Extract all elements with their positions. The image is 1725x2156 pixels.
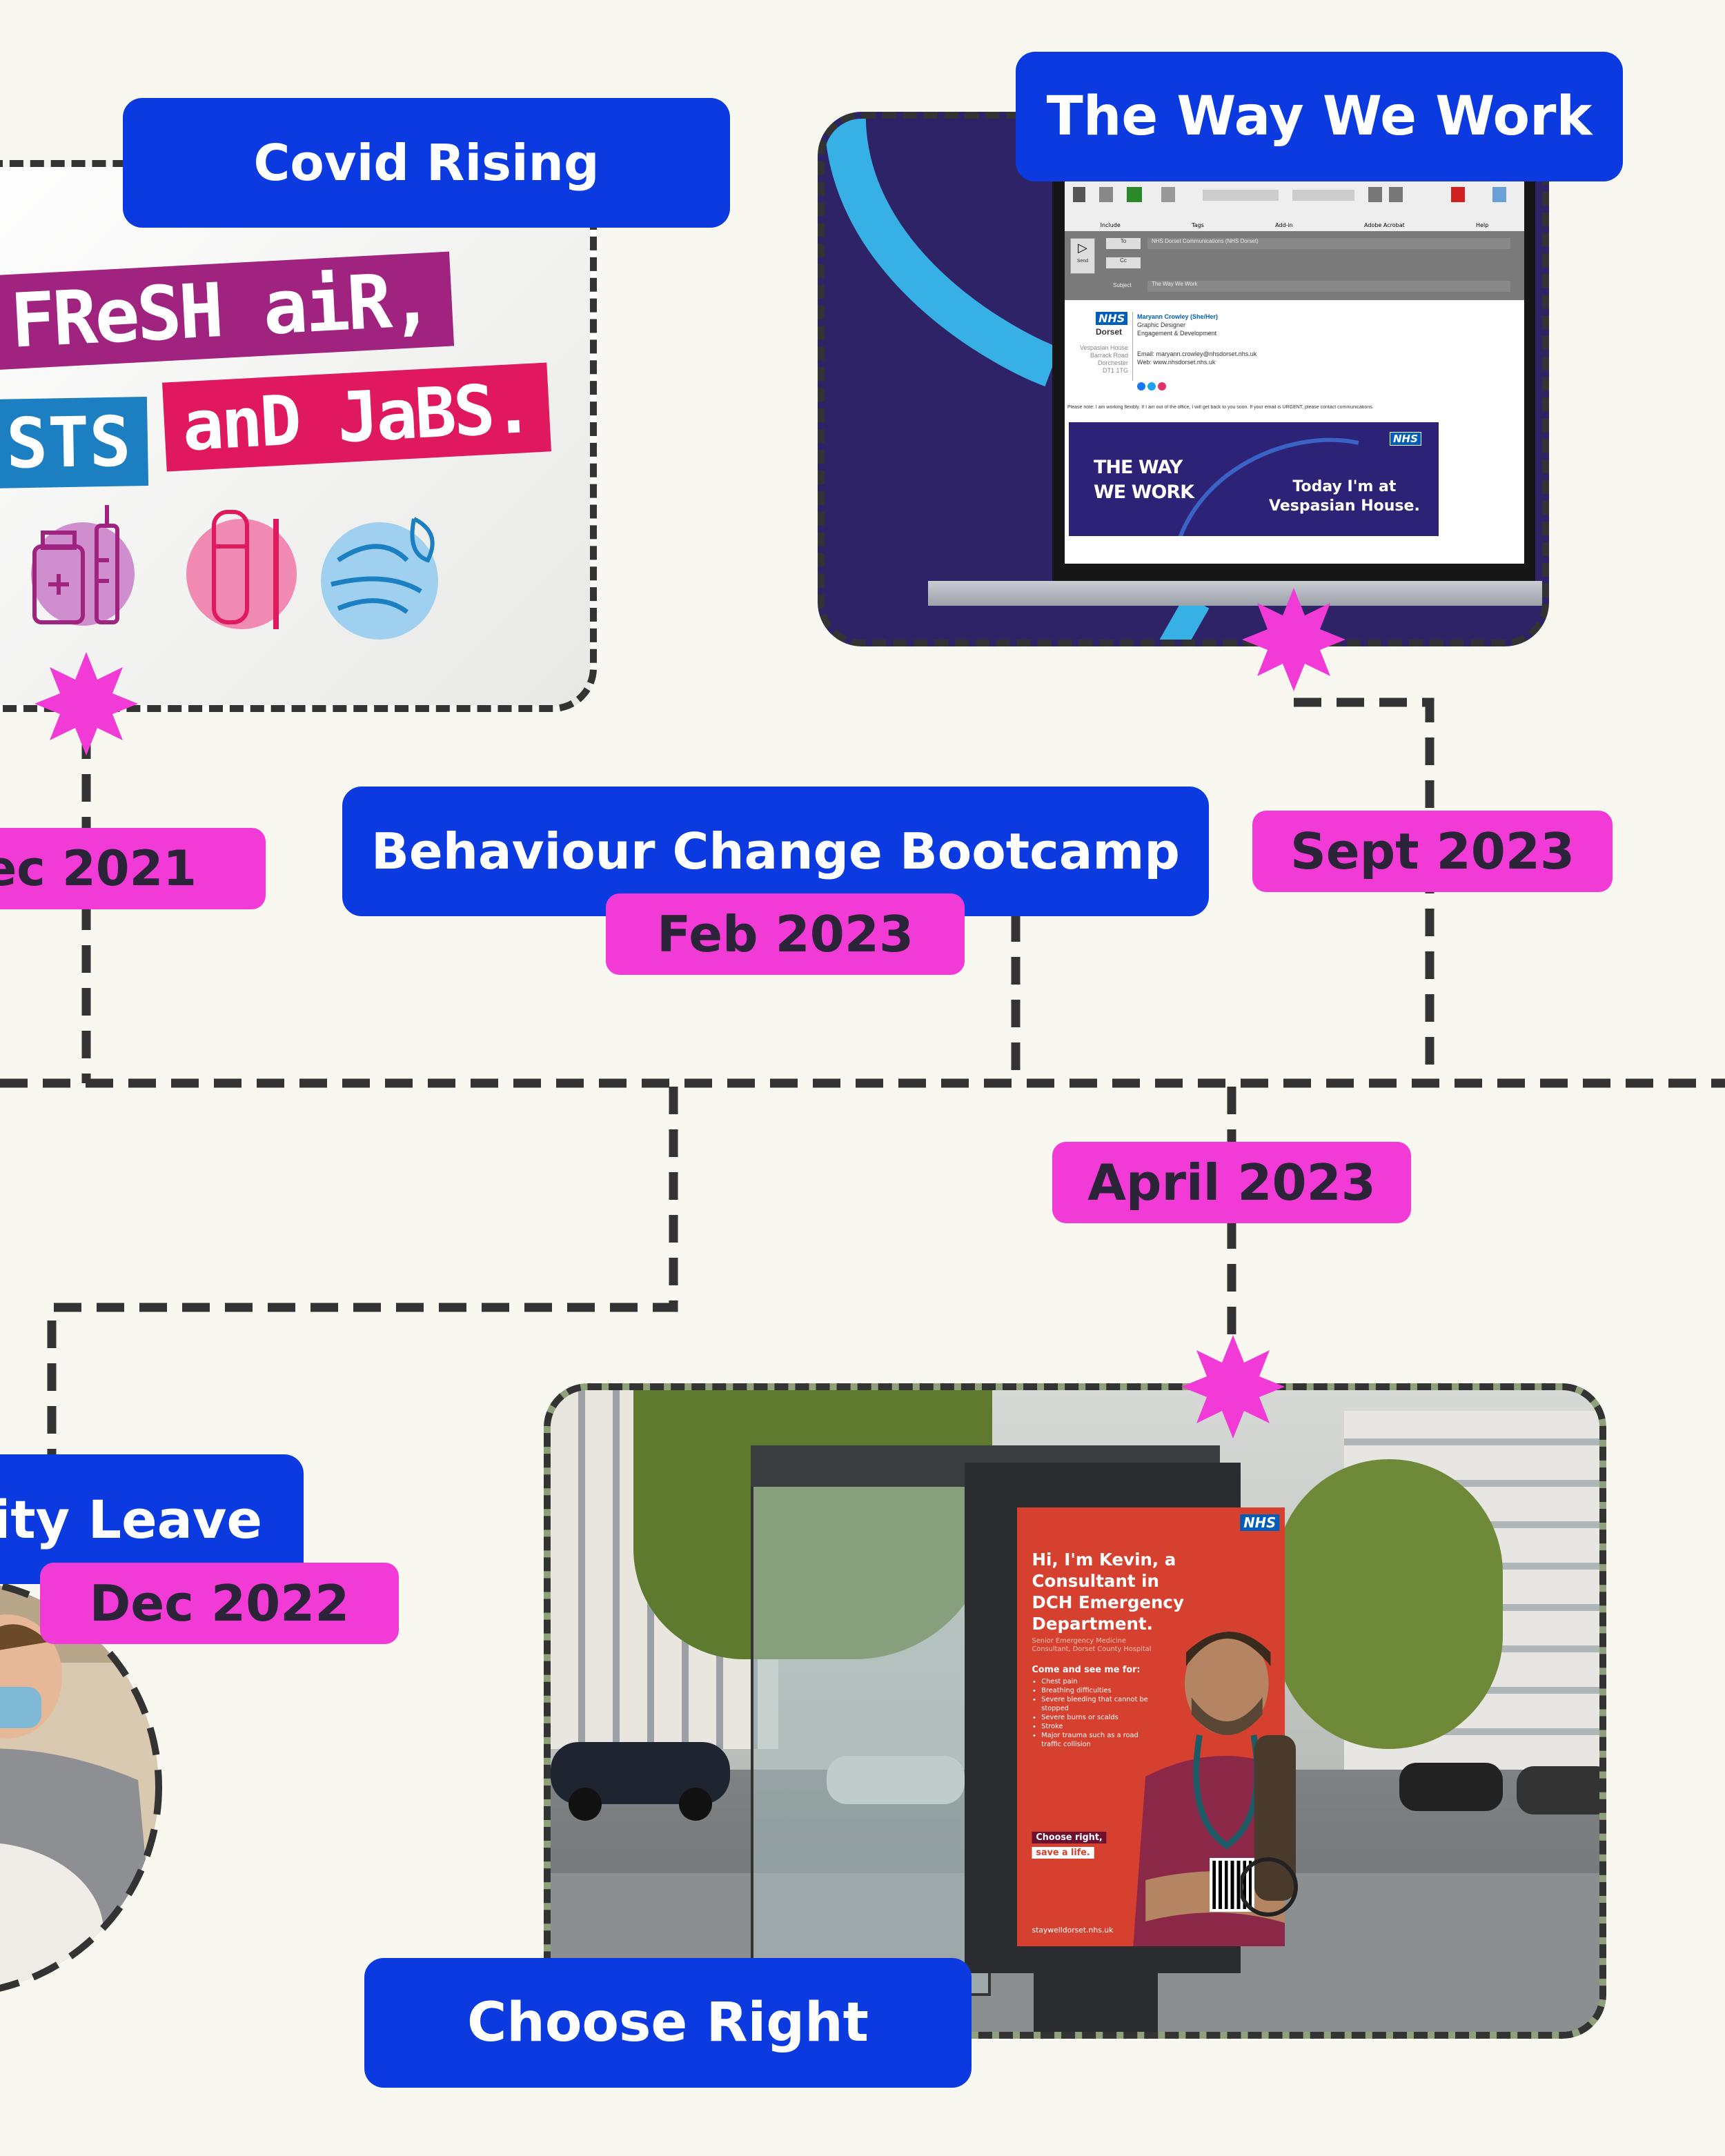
poster-tag1: Choose right,: [1032, 1832, 1107, 1843]
decorative-wave-bottom: [1159, 595, 1210, 640]
cc-button[interactable]: Cc: [1106, 257, 1141, 268]
title-maternity-leave-text: nity Leave: [0, 1488, 262, 1550]
date-feb-2023: Feb 2023: [606, 893, 965, 975]
ribbon: Include Tags Add-in Adobe Acrobat Help: [1065, 177, 1524, 232]
poster-tag2: save a life.: [1032, 1847, 1094, 1859]
send-button[interactable]: ▷Send: [1070, 238, 1095, 274]
title-choose-right: Choose Right: [364, 1958, 972, 2088]
ribbon-help[interactable]: Help: [1476, 222, 1489, 228]
cyclist-right: [1254, 1735, 1296, 1901]
to-button[interactable]: To: [1106, 238, 1141, 249]
vaccine-icons: [31, 505, 438, 640]
connector-sept2023: [1294, 698, 1435, 1083]
signature-divider: [1132, 312, 1133, 381]
node-star-way-we-work: [1242, 588, 1346, 691]
subject-label: Subject: [1113, 282, 1132, 288]
decorative-wave: [825, 119, 1060, 387]
signature: Maryann Crowley (She/Her) Graphic Design…: [1137, 313, 1257, 366]
poster-line2b: anD JaBS.: [162, 362, 551, 472]
email-link[interactable]: Email: maryann.crowley@nhsdorset.nhs.uk: [1137, 350, 1257, 357]
advert-stand: [1034, 1973, 1158, 2032]
title-way-we-work: The Way We Work: [1016, 52, 1623, 181]
to-field[interactable]: NHS Dorset Communications (NHS Dorset): [1147, 238, 1510, 249]
laptop-screen: Include Tags Add-in Adobe Acrobat Help ▷…: [1052, 119, 1535, 581]
node-star-covid: [34, 652, 138, 755]
date-sept-2023: Sept 2023: [1252, 811, 1613, 892]
date-dec-2021: Dec 2021: [0, 828, 266, 909]
date-april-2023: April 2023: [1052, 1142, 1411, 1223]
laptop-base: [928, 581, 1542, 606]
title-maternity-leave: nity Leave: [0, 1454, 304, 1584]
covid-rising-card: FReSH aiR, STS anD JaBS.: [0, 160, 597, 712]
poster-list: Chest painBreathing difficultiesSevere b…: [1032, 1677, 1150, 1749]
title-covid-rising: Covid Rising: [123, 98, 730, 228]
node-star-choose-right: [1181, 1335, 1285, 1438]
subject-field[interactable]: The Way We Work: [1147, 281, 1510, 292]
flexible-note: Please note: I am working flexibly. If I…: [1067, 405, 1374, 410]
ribbon-acrobat[interactable]: Adobe Acrobat: [1364, 222, 1405, 228]
org-name: Dorset: [1096, 327, 1123, 337]
connector-dec2022: [47, 1087, 678, 1456]
maternity-photo: [0, 1580, 162, 1994]
social-icons[interactable]: [1136, 382, 1178, 391]
bus-shelter-glass: [751, 1480, 991, 1996]
date-dec-2021-text: Dec 2021: [0, 840, 197, 897]
nhs-logo: NHS: [1096, 312, 1128, 325]
poster-headline: Hi, I'm Kevin, a Consultant in DCH Emerg…: [1032, 1550, 1184, 1634]
web-link[interactable]: Web: www.nhsdorset.nhs.uk: [1137, 359, 1216, 366]
ribbon-include[interactable]: Include: [1100, 222, 1121, 228]
poster-list-title: Come and see me for:: [1032, 1665, 1141, 1675]
poster-line2a: STS: [0, 397, 148, 488]
ribbon-icons: [1073, 187, 1506, 202]
way-we-work-card: Include Tags Add-in Adobe Acrobat Help ▷…: [818, 112, 1549, 646]
bicycle-wheel-icons: [1241, 1857, 1298, 1917]
poster-subline: Senior Emergency Medicine Consultant, Do…: [1032, 1637, 1152, 1653]
choose-right-card: NHS Hi, I'm Kevin, a Consultant in DCH E…: [544, 1383, 1606, 2039]
trees-right: [1275, 1459, 1503, 1749]
email-window: Include Tags Add-in Adobe Acrobat Help ▷…: [1065, 177, 1524, 564]
ribbon-addin[interactable]: Add-in: [1275, 222, 1293, 228]
banner-nhs-logo: NHS: [1390, 432, 1421, 446]
poster-nhs-logo: NHS: [1240, 1514, 1280, 1531]
poster-url: staywelldorset.nhs.uk: [1032, 1926, 1114, 1935]
ribbon-tags[interactable]: Tags: [1192, 222, 1204, 228]
header-fields: ▷Send To Cc NHS Dorset Communications (N…: [1065, 231, 1524, 300]
date-dec-2022: Dec 2022: [40, 1563, 399, 1644]
poster-line1: FReSH aiR,: [0, 251, 455, 370]
